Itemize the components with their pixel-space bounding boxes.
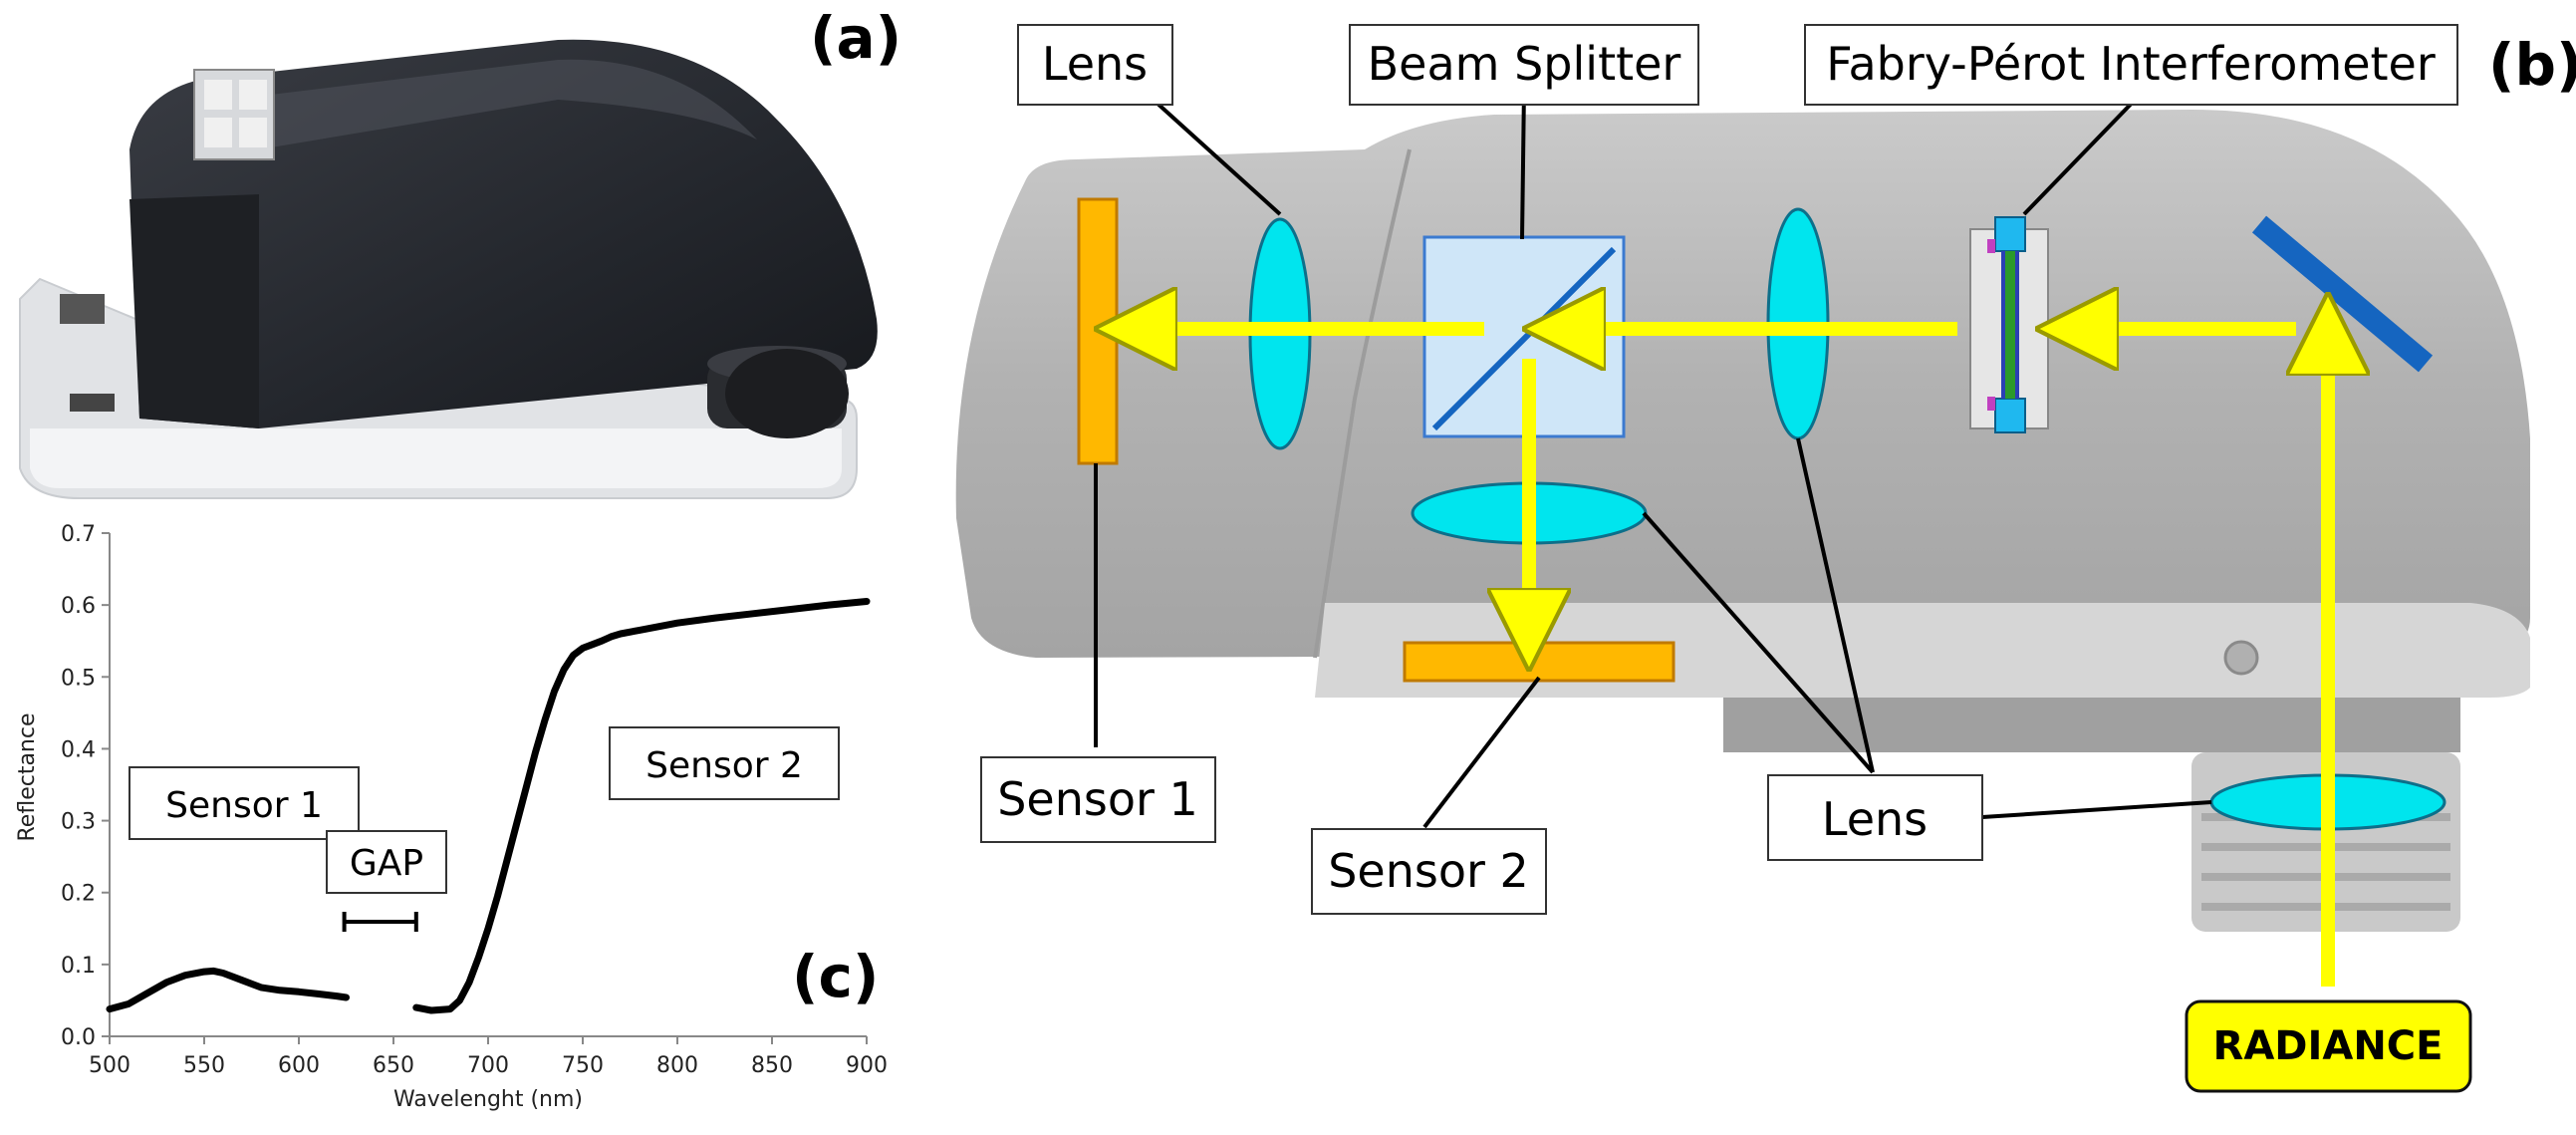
x-tick-label: 550 [183, 1053, 225, 1078]
y-tick-label: 0.4 [61, 737, 96, 762]
sensor1-annotation-box [129, 766, 360, 840]
y-tick-label: 0.3 [61, 810, 96, 835]
x-tick-label: 750 [562, 1053, 604, 1078]
reflectance-chart: 500 550 600 650 700 750 800 850 900 0.0 0.1 0.2 0.3… [15, 522, 888, 1112]
device-knob-base [1723, 698, 2460, 752]
sensor1-annotation: Sensor 1 [165, 785, 323, 826]
lens-top-label-box [1017, 24, 1173, 106]
radiance-label: RADIANCE [2213, 1023, 2444, 1069]
panel-label-b: (b) [2488, 31, 2576, 99]
gap-annotation-box [326, 830, 447, 894]
x-tick-label: 650 [373, 1053, 414, 1078]
x-tick-label: 850 [751, 1053, 793, 1078]
x-tick-label: 600 [278, 1053, 320, 1078]
series-line-sensor1 [106, 967, 350, 1013]
gap-marker [342, 912, 418, 932]
beam-splitter-label: Beam Splitter [1368, 37, 1681, 91]
device-body [955, 110, 2530, 658]
y-axis-label: Reflectance [15, 712, 40, 841]
sensor2-element [1403, 641, 1675, 683]
device-photo [0, 0, 897, 508]
beam-paths [1136, 329, 2328, 987]
y-tick-label: 0.6 [61, 594, 96, 619]
lens-bottom-label-box [1767, 774, 1983, 861]
schematic: Lens Beam Splitter Fabry-Pérot Interfero… [955, 24, 2530, 1093]
y-ticks: 0.0 0.1 0.2 0.3 0.4 0.5 0.6 0.7 [61, 522, 110, 1050]
sensor1-element [1077, 197, 1119, 465]
series-group [106, 598, 871, 1014]
y-tick-label: 0.5 [61, 666, 96, 691]
lens-top-label: Lens [1042, 37, 1148, 91]
x-tick-label: 800 [656, 1053, 698, 1078]
sensor2-label: Sensor 2 [1328, 844, 1529, 898]
x-ticks: 500 550 600 650 700 750 800 850 900 [89, 1036, 888, 1078]
sensor2-annotation: Sensor 2 [645, 745, 803, 786]
x-tick-label: 500 [89, 1053, 130, 1078]
panel-label-c: (c) [792, 943, 879, 1010]
panel-label-a: (a) [810, 4, 902, 72]
lens-bottom-label: Lens [1822, 792, 1928, 846]
x-axis-label: Wavelenght (nm) [393, 1087, 583, 1112]
sensor2-annotation-box [609, 726, 840, 800]
x-tick-label: 700 [467, 1053, 509, 1078]
x-tick-label: 900 [846, 1053, 888, 1078]
sensor2-label-box [1311, 828, 1547, 915]
y-tick-label: 0.0 [61, 1025, 96, 1050]
sensor1-label-box [980, 756, 1216, 843]
series-line-sensor2 [412, 598, 871, 1014]
fabry-perot-label-box [1804, 24, 2458, 106]
leader-lines [1094, 73, 2212, 829]
radiance-box [2185, 999, 2472, 1093]
gap-annotation: GAP [350, 843, 423, 884]
y-tick-label: 0.1 [61, 954, 96, 979]
fabry-perot-label: Fabry-Pérot Interferometer [1826, 37, 2436, 91]
sensor1-label: Sensor 1 [997, 772, 1198, 826]
beam-splitter-label-box [1349, 24, 1699, 106]
fabry-perot-element [1969, 216, 2049, 433]
y-tick-label: 0.2 [61, 882, 96, 907]
y-tick-label: 0.7 [61, 522, 96, 547]
